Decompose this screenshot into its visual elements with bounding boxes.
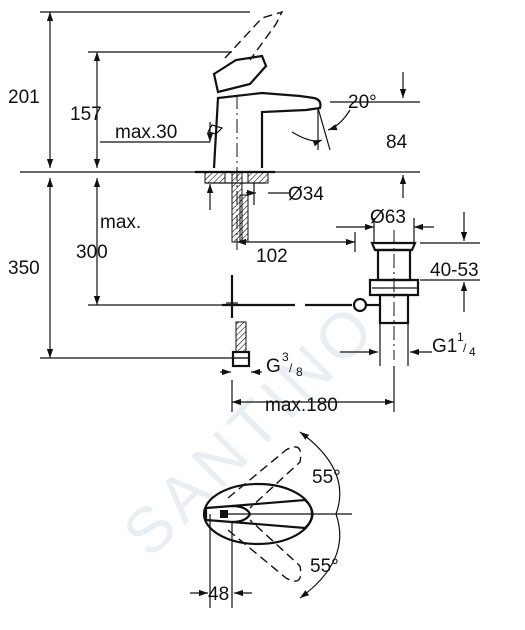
- svg-text:G1: G1: [432, 336, 457, 357]
- svg-text:G: G: [266, 356, 281, 377]
- thread-g1-1-4-label: G1 1 / 4: [432, 330, 476, 359]
- dia-63-label: Ø63: [370, 207, 406, 228]
- dim-84-label: 84: [386, 132, 408, 153]
- dim-350-label: 350: [8, 258, 40, 279]
- angle-55-top-label: 55°: [312, 467, 341, 488]
- faucet-side-view: [195, 10, 322, 250]
- svg-text:4: 4: [469, 345, 476, 359]
- svg-text:1: 1: [457, 330, 464, 344]
- angle-20-label: 20°: [348, 92, 377, 113]
- diameter-34-dimension: [246, 183, 290, 205]
- svg-text:/: /: [463, 341, 467, 355]
- dim-102-label: 102: [256, 246, 288, 267]
- height-dimensions: [20, 11, 420, 359]
- spout-angle-detail: [291, 107, 351, 151]
- dim-48-label: 48: [208, 584, 229, 605]
- faucet-top-view: [190, 431, 352, 608]
- dim-max30-label: max.30: [115, 122, 177, 143]
- svg-text:/: /: [289, 361, 293, 375]
- thread-g-3-8-label: G 3 / 8: [266, 350, 303, 379]
- dim-40-53-label: 40-53: [430, 260, 479, 281]
- svg-text:3: 3: [282, 350, 289, 364]
- max-label: max.: [100, 212, 141, 233]
- svg-text:8: 8: [296, 365, 303, 379]
- dia-34-label: Ø34: [288, 184, 324, 205]
- waste-fitting: [220, 212, 480, 412]
- dimension-102: [237, 232, 356, 252]
- angle-55-bottom-label: 55°: [310, 556, 339, 577]
- watermark-text: SANTINO: [109, 288, 391, 570]
- spout-reach-dimensions: [330, 72, 420, 198]
- dim-201-label: 201: [8, 87, 40, 108]
- dim-max180-label: max.180: [265, 395, 338, 416]
- dim-300-label: 300: [76, 242, 108, 263]
- dim-157-label: 157: [70, 104, 102, 125]
